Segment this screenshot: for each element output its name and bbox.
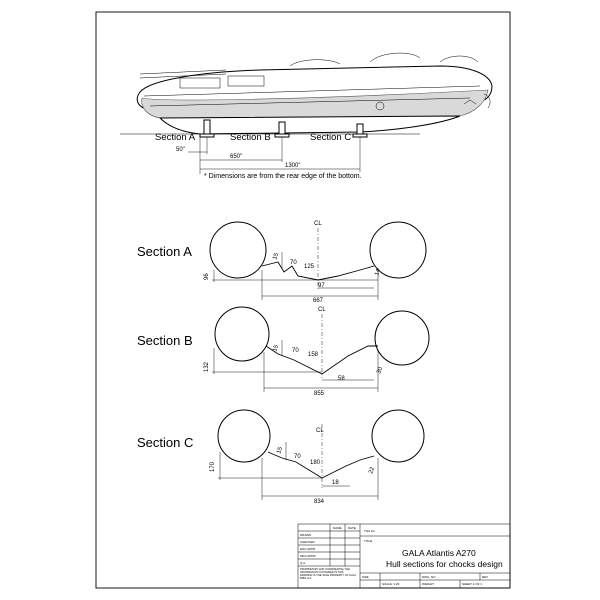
section-b-flat: 70 (292, 348, 299, 354)
section-c-full: 834 (314, 499, 325, 505)
section-a-slope: 125 (304, 264, 315, 270)
tb-proprietary: PROPRIETARY AND CONFIDENTIAL THE INFORMA… (300, 568, 356, 580)
title-block (297, 523, 511, 589)
tb-row-mfg: MFG APPR (300, 554, 316, 558)
chock-label-b: Section B (230, 132, 271, 143)
drawing-title-line2: Hull sections for chocks design (386, 559, 503, 569)
section-a-half: 97 (318, 283, 325, 289)
section-c-slope: 180 (310, 460, 321, 466)
section-b-title: Section B (137, 333, 193, 348)
tb-row-checked: CHECKED (300, 540, 316, 544)
tb-scale: SCALE: 1:20 (382, 582, 400, 586)
dimension-note: * Dimensions are from the rear edge of t… (204, 173, 362, 180)
chock-label-c: Section C (310, 132, 351, 143)
section-a-side: 15 (272, 252, 280, 261)
section-a-drawing (209, 221, 427, 300)
section-a-left-height: 96 (204, 273, 210, 280)
section-c-cl: CL (316, 428, 324, 434)
section-b-side: 15 (272, 344, 280, 353)
dim-650: 650" (230, 154, 242, 160)
section-c-right-angle: 22 (368, 466, 376, 475)
boat-side-view (136, 52, 493, 135)
tb-row-drawn: DRAWN (300, 533, 311, 537)
section-b-right-angle: 30 (376, 366, 384, 375)
section-b-cl: CL (318, 307, 326, 313)
section-b-slope: 158 (308, 352, 319, 358)
top-view-dimensions (188, 137, 361, 174)
section-c-flat: 70 (294, 454, 301, 460)
section-c-title: Section C (137, 435, 193, 450)
tb-col-date: DATE (348, 526, 356, 530)
tb-rev: REV (482, 575, 488, 579)
section-c-drawing (217, 409, 425, 500)
dim-50: 50" (176, 147, 185, 153)
section-b-half: 58 (338, 376, 345, 382)
section-a-cl: CL (314, 221, 322, 227)
section-c-left-height: 170 (210, 461, 216, 472)
section-c-side: 15 (276, 446, 284, 455)
section-a-full: 667 (313, 298, 324, 304)
tb-col-name: NAME (333, 526, 342, 530)
tb-dwg-no: DWG. NO. (422, 575, 436, 579)
tb-size: SIZE (362, 575, 369, 579)
tb-row-eng: ENG APPR (300, 547, 316, 551)
section-a-right-angle: 14 (374, 268, 382, 277)
tb-title-label: TITLE: (364, 539, 373, 543)
dim-1300: 1300" (285, 163, 300, 169)
section-b-full: 855 (314, 391, 325, 397)
tb-row-qa: Q.A. (300, 561, 306, 565)
tb-weight: WEIGHT: (422, 582, 435, 586)
section-a-title: Section A (137, 244, 192, 259)
section-b-left-height: 132 (204, 361, 210, 372)
tb-sheet: SHEET 1 OF 1 (462, 582, 482, 586)
section-b-drawing (212, 306, 430, 392)
tb-company: TGA Inc. (364, 529, 376, 533)
chock-label-a: Section A (155, 132, 196, 143)
section-a-flat: 70 (290, 260, 297, 266)
drawing-title-line1: GALA Atlantis A270 (402, 548, 476, 558)
section-c-half: 18 (332, 480, 339, 486)
